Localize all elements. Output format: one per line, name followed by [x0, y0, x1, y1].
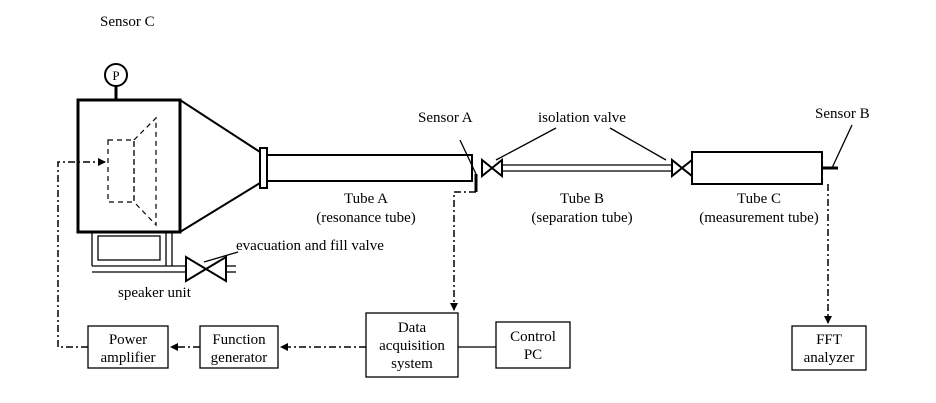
data-acquisition-line2: acquisition [379, 338, 445, 354]
tube-b-name: Tube B [560, 191, 604, 207]
pressure-gauge-sensor-c: P [104, 63, 128, 100]
control-pc-box: Control PC [495, 321, 571, 369]
function-generator-box: Function generator [199, 325, 279, 369]
data-acquisition-box: Data acquisition system [365, 312, 459, 378]
isolation-valve-label: isolation valve [538, 110, 626, 126]
signal-line-amp-to-speaker [57, 158, 106, 348]
sensor-c-label: Sensor C [100, 14, 155, 30]
isolation-valve-1 [481, 157, 503, 179]
tube-c-desc: (measurement tube) [699, 210, 819, 226]
tube-a-desc: (resonance tube) [316, 210, 416, 226]
evacuation-valve-label: evacuation and fill valve [236, 238, 384, 254]
data-acquisition-line1: Data [398, 320, 427, 336]
isolation-valve-2 [671, 157, 693, 179]
power-amplifier-box: Power amplifier [87, 325, 169, 369]
fft-analyzer-box: FFT analyzer [791, 325, 867, 371]
pressure-gauge-letter: P [112, 68, 119, 83]
tube-c-name: Tube C [737, 191, 781, 207]
tube-c [691, 124, 853, 185]
fft-analyzer-line1: FFT [816, 332, 842, 348]
tube-a-name: Tube A [344, 191, 388, 207]
speaker-unit [76, 98, 268, 283]
sensor-b-label: Sensor B [815, 106, 870, 122]
tube-b [502, 164, 672, 172]
data-acquisition-line3: system [391, 356, 433, 372]
function-generator-line2: generator [211, 350, 268, 366]
power-amplifier-line1: Power [109, 332, 147, 348]
signal-line-sensor-a [450, 191, 476, 311]
sensor-a-label: Sensor A [418, 110, 473, 126]
control-pc-line2: PC [524, 347, 542, 363]
tube-b-desc: (separation tube) [531, 210, 632, 226]
tube-a [266, 139, 478, 192]
function-generator-line1: Function [212, 332, 266, 348]
speaker-unit-label: speaker unit [118, 285, 192, 301]
fft-analyzer-line2: analyzer [804, 350, 855, 366]
control-pc-line1: Control [510, 329, 556, 345]
power-amplifier-line2: amplifier [101, 350, 156, 366]
